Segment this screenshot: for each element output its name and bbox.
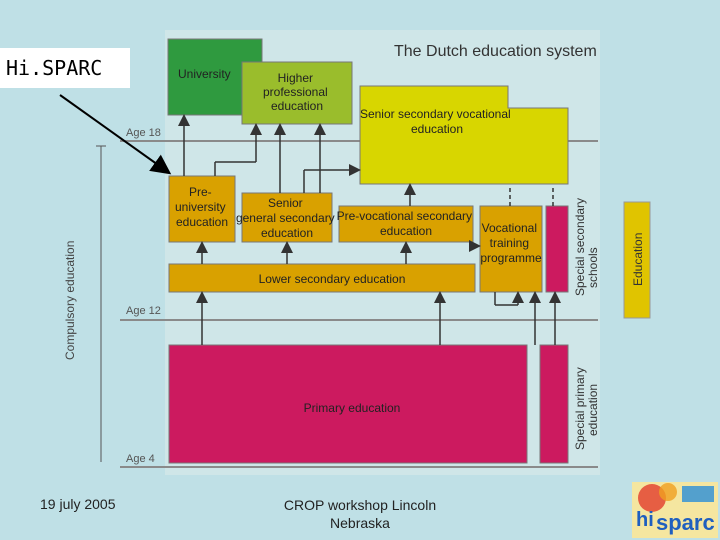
hbo-box xyxy=(241,61,353,125)
dashed-connectors xyxy=(509,186,554,206)
connector-arrows xyxy=(178,114,561,345)
vocational-label: Vocational training programme xyxy=(480,221,542,265)
university-label: University xyxy=(178,67,231,81)
education-legend-box xyxy=(623,201,651,319)
mbo-box xyxy=(359,85,569,185)
hisparc-label: Hi.SPARC xyxy=(0,48,130,88)
lower-secondary-box xyxy=(168,263,476,293)
footer-date: 19 july 2005 xyxy=(40,496,116,512)
special-secondary-box xyxy=(545,205,569,293)
primary-label: Primary education xyxy=(304,401,401,415)
vmbo-box xyxy=(338,205,474,243)
vwo-box xyxy=(168,175,236,243)
logo-text: sparc xyxy=(656,510,715,535)
lower-secondary-label: Lower secondary education xyxy=(259,272,406,286)
havo-box xyxy=(241,192,333,243)
logo-prefix: hi xyxy=(636,509,654,531)
age4-label: Age 4 xyxy=(126,453,155,465)
vwo-label: Pre- university education xyxy=(175,185,229,229)
special-primary-box xyxy=(539,344,569,464)
diagram-title: The Dutch education system xyxy=(394,43,597,60)
vocational-box xyxy=(479,205,543,293)
vmbo-label: Pre-vocational secondary education xyxy=(337,209,476,238)
footer-event-line1: CROP workshop Lincoln xyxy=(283,497,437,513)
mbo-label: Senior secondary vocational education xyxy=(360,107,514,136)
education-legend-label: Education xyxy=(631,233,645,286)
compulsory-label: Compulsory education xyxy=(63,241,77,360)
age12-label: Age 12 xyxy=(126,305,161,317)
special-secondary-label: Special secondary schools xyxy=(573,195,600,296)
footer-event-line2: Nebraska xyxy=(330,515,390,531)
footer-event: CROP workshop Lincoln Nebraska xyxy=(255,496,465,532)
havo-label: Senior general secondary education xyxy=(236,196,338,240)
hisparc-logo: hi sparc xyxy=(632,482,718,538)
special-primary-label: Special primary education xyxy=(573,364,600,450)
annotation-arrow xyxy=(59,94,172,175)
age18-label: Age 18 xyxy=(126,127,161,139)
hbo-label: Higher professional education xyxy=(263,71,331,113)
primary-box xyxy=(168,344,528,464)
